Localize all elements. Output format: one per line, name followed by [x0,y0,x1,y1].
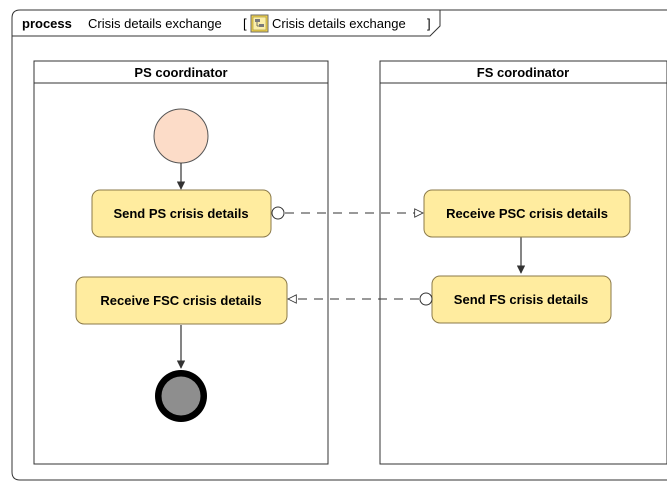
diagram-frame [11,9,667,481]
action-label: Receive PSC crisis details [446,206,608,221]
frame-bracket-close: ] [427,16,431,31]
frame-header-tab [12,10,441,37]
lane-title: PS coordinator [134,65,227,80]
action-send-fs-crisis-details[interactable]: Send FS crisis details [431,275,612,324]
frame-bracket-open: [ [243,16,247,31]
output-pin [419,292,433,306]
frame-keyword: process [22,16,72,31]
lane-title: FS corodinator [477,65,569,80]
action-receive-fsc-crisis-details[interactable]: Receive FSC crisis details [75,276,288,325]
action-label: Receive FSC crisis details [100,293,261,308]
object-flow-fs-to-fsc[interactable] [288,292,433,306]
lane-fs-coordinator: FS corodinator [379,60,667,465]
action-label: Send FS crisis details [454,292,588,307]
action-label: Send PS crisis details [113,206,248,221]
frame-name: Crisis details exchange [88,16,222,31]
frame-corner [11,9,21,19]
object-flow-ps-to-psc[interactable] [271,206,423,220]
action-receive-psc-crisis-details[interactable]: Receive PSC crisis details [423,189,631,238]
process-diagram-icon [250,14,269,33]
frame-ref-name: Crisis details exchange [272,16,406,31]
output-pin [271,206,285,220]
activity-final-node[interactable] [155,370,207,422]
initial-node[interactable] [153,108,209,164]
action-send-ps-crisis-details[interactable]: Send PS crisis details [91,189,272,238]
